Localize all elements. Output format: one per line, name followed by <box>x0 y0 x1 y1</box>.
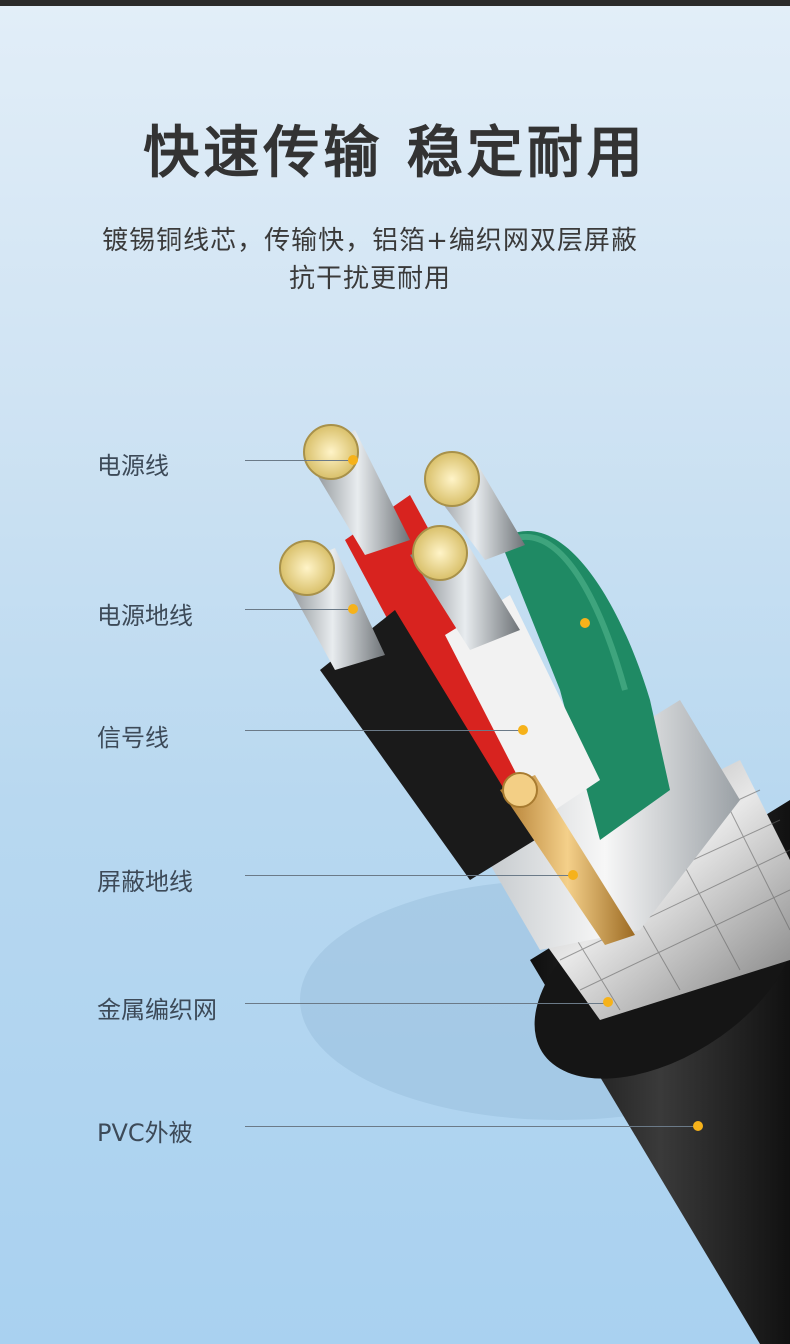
tip-drain <box>502 772 538 808</box>
dot-power-wire <box>348 455 358 465</box>
label-signal-wire: 信号线 <box>97 724 169 752</box>
subtitle-line-2: 抗干扰更耐用 <box>288 264 451 294</box>
label-power-wire: 电源线 <box>97 452 169 480</box>
subtitle-line-1: 镀锡铜线芯，传输快，铝箔+编织网双层屏蔽 <box>102 226 638 256</box>
leader-shield-ground-wire <box>245 875 573 876</box>
leader-signal-wire <box>245 730 523 731</box>
headline: 快速传输 稳定耐用 <box>143 121 647 186</box>
copper-drain-wire <box>500 775 635 945</box>
leader-metal-braid <box>245 1003 608 1004</box>
label-pvc-jacket: PVC外被 <box>97 1119 193 1147</box>
top-bar <box>0 0 790 6</box>
black-wire <box>320 610 535 880</box>
dot-power-ground-wire <box>348 604 358 614</box>
dot-signal-wire <box>518 725 528 735</box>
green-wire <box>500 530 670 840</box>
dot-shield-ground-wire <box>568 870 578 880</box>
white-wire <box>445 595 600 820</box>
dot-pvc-jacket <box>693 1121 703 1131</box>
tip-power <box>303 424 359 480</box>
leader-power-ground-wire <box>245 609 353 610</box>
tip-ground <box>279 540 335 596</box>
tip-green <box>424 451 480 507</box>
label-metal-braid: 金属编织网 <box>97 996 217 1024</box>
label-shield-ground-wire: 屏蔽地线 <box>97 868 193 896</box>
tip-white <box>412 525 468 581</box>
label-power-ground-wire: 电源地线 <box>97 602 193 630</box>
leader-power-wire <box>245 460 353 461</box>
dot-metal-braid <box>603 997 613 1007</box>
dot-green-wire <box>580 618 590 628</box>
leader-pvc-jacket <box>245 1126 698 1127</box>
